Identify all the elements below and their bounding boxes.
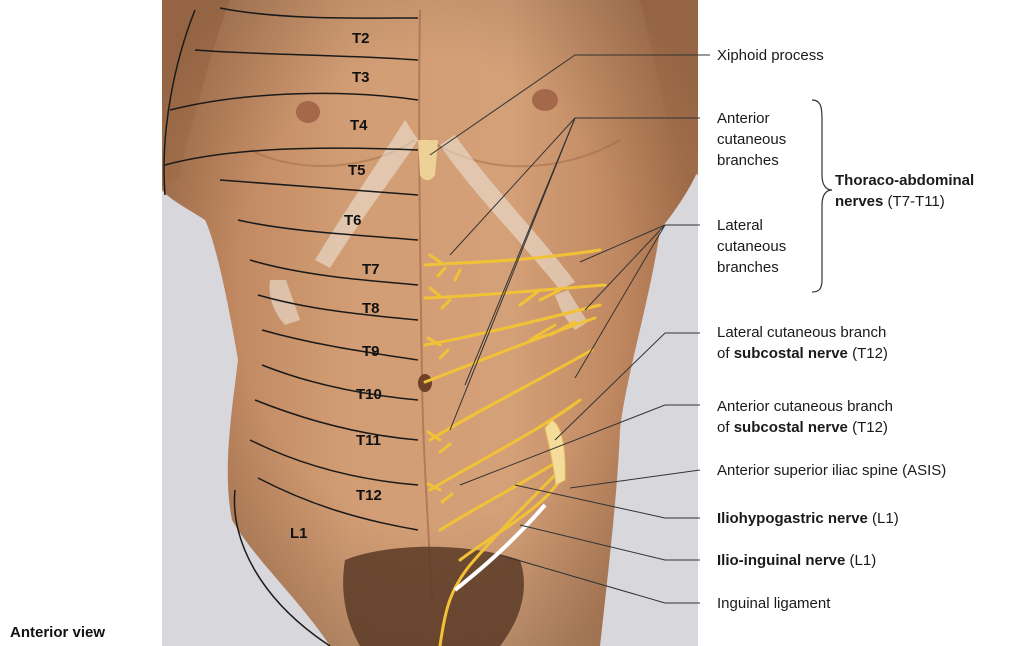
label-anterior-cutaneous-branches: Anterior cutaneous branches — [717, 108, 786, 171]
label-lat-subcostal-pre: of — [717, 345, 734, 362]
segment-label-t6: T6 — [344, 212, 362, 229]
label-lateral-cutaneous-branches: Lateral cutaneous branches — [717, 215, 786, 278]
label-anterior-cutaneous-branch-subcostal: Anterior cutaneous branch of subcostal n… — [717, 396, 893, 438]
label-ilioing-rest: (L1) — [845, 552, 876, 569]
left-nipple — [296, 101, 320, 123]
label-lat-subcostal-bold: subcostal nerve — [734, 345, 848, 362]
label-iliohypo-bold: Iliohypogastric nerve — [717, 510, 868, 527]
segment-label-t4: T4 — [350, 117, 368, 134]
label-thoraco-title: Thoraco-abdominal — [835, 172, 974, 189]
label-lat-subcostal-post: (T12) — [848, 345, 888, 362]
segment-label-t7: T7 — [362, 261, 380, 278]
view-caption: Anterior view — [10, 624, 105, 641]
segment-label-t12: T12 — [356, 487, 382, 504]
label-ilio-inguinal-nerve: Ilio-inguinal nerve (L1) — [717, 550, 876, 571]
label-lateral-cutaneous-line1: Lateral — [717, 215, 786, 236]
label-anterior-cutaneous-line2: cutaneous — [717, 129, 786, 150]
xiphoid-process — [418, 140, 438, 180]
label-lat-subcostal-line1: Lateral cutaneous branch — [717, 322, 888, 343]
label-thoraco-nerves: nerves — [835, 193, 883, 210]
label-ant-subcostal-bold: subcostal nerve — [734, 419, 848, 436]
segment-label-t2: T2 — [352, 30, 370, 47]
segment-label-t10: T10 — [356, 386, 382, 403]
label-inguinal-ligament: Inguinal ligament — [717, 593, 830, 614]
segment-label-l1: L1 — [290, 525, 308, 542]
label-lateral-cutaneous-line2: cutaneous — [717, 236, 786, 257]
segment-label-t8: T8 — [362, 300, 380, 317]
segment-label-t5: T5 — [348, 162, 366, 179]
label-thoraco-abdominal-nerves: Thoraco-abdominal nerves (T7-T11) — [835, 170, 974, 212]
label-lateral-cutaneous-branch-subcostal: Lateral cutaneous branch of subcostal ne… — [717, 322, 888, 364]
label-ant-subcostal-post: (T12) — [848, 419, 888, 436]
label-ant-subcostal-line1: Anterior cutaneous branch — [717, 396, 893, 417]
label-ant-subcostal-pre: of — [717, 419, 734, 436]
label-xiphoid-process: Xiphoid process — [717, 45, 824, 66]
segment-label-t3: T3 — [352, 69, 370, 86]
label-ilioing-bold: Ilio-inguinal nerve — [717, 552, 845, 569]
segment-label-t11: T11 — [356, 432, 381, 449]
label-thoraco-range: (T7-T11) — [883, 193, 944, 210]
label-asis: Anterior superior iliac spine (ASIS) — [717, 460, 946, 481]
label-iliohypogastric-nerve: Iliohypogastric nerve (L1) — [717, 508, 899, 529]
label-iliohypo-rest: (L1) — [868, 510, 899, 527]
right-nipple — [532, 89, 558, 111]
label-anterior-cutaneous-line3: branches — [717, 150, 786, 171]
label-lateral-cutaneous-line3: branches — [717, 257, 786, 278]
label-anterior-cutaneous-line1: Anterior — [717, 108, 786, 129]
segment-label-t9: T9 — [362, 343, 380, 360]
thoraco-abdominal-brace — [812, 100, 832, 292]
